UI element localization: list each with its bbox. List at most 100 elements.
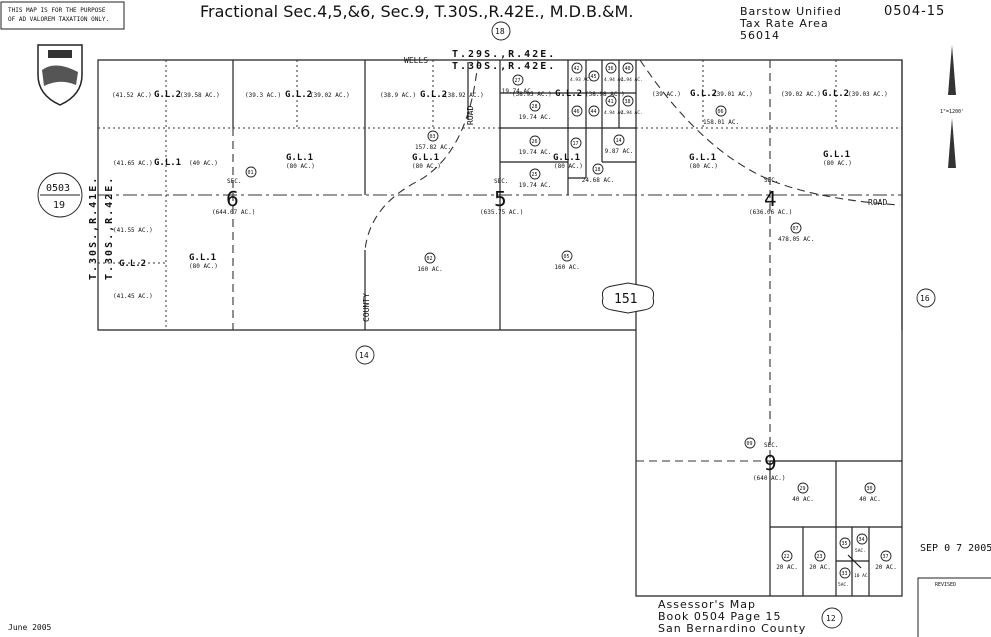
parcel-number: 45 (591, 74, 597, 80)
parcel-36[interactable]: 364.94 AC. (604, 62, 626, 83)
disclaimer-line-1: THIS MAP IS FOR THE PURPOSE (8, 7, 106, 14)
parcel-lines (97, 59, 903, 597)
parcel-44[interactable]: 44 (588, 105, 600, 117)
adjacent-map-14[interactable]: 14 (355, 345, 375, 365)
parcel-40[interactable]: 404.94 AC. (621, 62, 643, 83)
lot-acres: (38.9 AC.) (380, 92, 416, 99)
road-label-county: COUNTY (362, 293, 371, 322)
adjacent-map-number: 14 (359, 351, 369, 360)
parcel-35[interactable]: 35 (839, 537, 851, 549)
adjacent-map-number: 16 (920, 294, 930, 303)
parcel-45[interactable]: 45 (588, 70, 600, 82)
adjacent-map-12[interactable]: 12 (821, 607, 843, 629)
parcel-01[interactable]: 01 (245, 166, 257, 178)
lot-label: G.L.2 (119, 259, 146, 269)
lot-acres: (38.95 AC.) (512, 91, 552, 98)
parcel-number-circle (529, 100, 541, 112)
parcel-number: 05 (564, 254, 570, 260)
parcel-number: 09 (747, 441, 753, 447)
adjacent-map-16[interactable]: 16 (916, 288, 936, 308)
parcel-number: 07 (793, 226, 799, 232)
lot-label: G.L.1 (286, 153, 313, 163)
parcel-03[interactable]: 03 157.82 AC. (415, 130, 451, 151)
parcel-38[interactable]: 384.94 AC. (621, 95, 643, 116)
parcel-acres: 4.93 AC. (570, 77, 592, 83)
parcel-acres: 9.87 AC. (605, 148, 634, 155)
parcel-42[interactable]: 424.93 AC. (570, 62, 592, 83)
parcel-number: 44 (591, 109, 597, 115)
parcel-number-circle (839, 537, 851, 549)
parcel-acres: 19.74 AC. (519, 114, 552, 121)
section-acres: (644.07 AC.) (212, 209, 255, 216)
scale-label: 1"=1200' (940, 109, 964, 115)
sec-label: SEC. (764, 177, 778, 184)
parcel-10ac[interactable]: 10 AC. (854, 573, 870, 579)
parcel-number: 46 (574, 109, 580, 115)
north-arrow-icon (948, 45, 956, 168)
parcel-acres: 4.94 AC. (604, 110, 626, 116)
parcel-09[interactable]: 09 (744, 437, 756, 449)
parcel-41[interactable]: 41 4.94 AC. (604, 95, 626, 116)
parcel-acres: 20 AC. (875, 564, 897, 571)
parcel-number: 14 (616, 138, 622, 144)
parcel-number-circle (790, 222, 802, 234)
parcel-number-circle (529, 168, 541, 180)
revised-label: REVISED (935, 582, 956, 588)
parcel-number: 27 (515, 78, 521, 84)
parcel-28[interactable]: 28 19.74 AC. (519, 100, 552, 121)
sec-label: SEC. (227, 178, 241, 185)
parcel-number: 34 (859, 537, 865, 543)
adjacent-map-18[interactable]: 18 (491, 21, 511, 41)
lot-acres: (39.58 AC.) (180, 92, 220, 99)
lot-acres: (41.52 AC.) (112, 92, 152, 99)
parcel-number-circle (613, 134, 625, 146)
parcel-17[interactable]: 17 (570, 137, 582, 149)
parcel-number-circle (427, 130, 439, 142)
lot-acres: (80 AC.) (823, 160, 852, 167)
parcel-acres: 19.74 AC. (519, 182, 552, 189)
lot-label: G.L.2 (154, 90, 181, 100)
adjacent-map-0503-19[interactable]: 0503 19 (37, 172, 83, 218)
parcel-acres: 4.94 AC. (621, 110, 643, 116)
parcel-14[interactable]: 14 9.87 AC. (605, 134, 634, 155)
lot-acres: (41.55 AC.) (113, 227, 153, 234)
lot-acres: (41.45 AC.) (113, 293, 153, 300)
parcel-number: 03 (430, 134, 436, 140)
parcel-number: 41 (608, 99, 614, 105)
section-6: SEC. 6 (644.07 AC.) (212, 178, 255, 216)
parcel-number: 29 (800, 486, 806, 492)
township-north-lower: T.30S.,R.42E. (452, 61, 556, 72)
parcel-acres: 4.94 AC. (604, 77, 626, 83)
parcel-number: 23 (817, 554, 823, 560)
section-number: 5 (494, 187, 507, 211)
parcel-46[interactable]: 46 (571, 105, 583, 117)
lot-acres: (39.3 AC.) (245, 92, 281, 99)
lot-acres: (80 AC.) (412, 163, 441, 170)
road-label-east: ROAD (868, 198, 887, 207)
lot-acres: (41.65 AC.) (113, 160, 153, 167)
caption-line-3: San Bernardino County (658, 622, 806, 635)
parcel-acres: 157.82 AC. (415, 144, 451, 151)
parcel-number: 28 (532, 104, 538, 110)
lot-acres: (80 AC.) (286, 163, 315, 170)
parcel-acres: 5AC. (838, 582, 849, 588)
parcel-number-circle (781, 550, 793, 562)
parcel-number-circle (571, 62, 583, 74)
parcel-number: 17 (573, 141, 579, 147)
township-north-upper: T.29S.,R.42E. (452, 49, 556, 60)
